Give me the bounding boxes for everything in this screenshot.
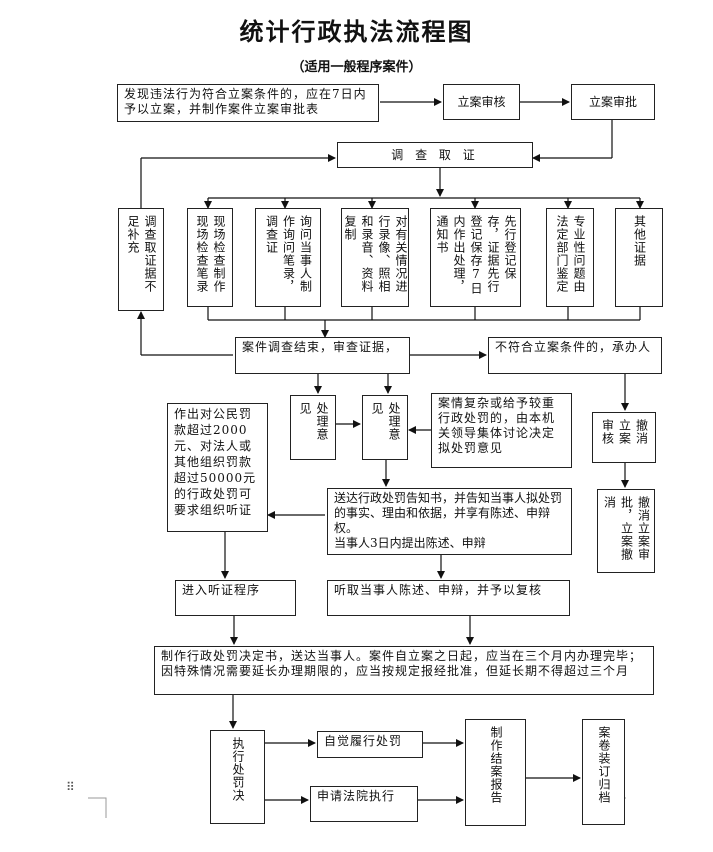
revoke-approve-box: 撤消立案审批，立案撤消: [597, 489, 655, 573]
opinion-box-1: 处理意见: [290, 395, 336, 460]
page-subtitle: （适用一般程序案件）: [291, 60, 422, 75]
drag-handle-icon: ⠿: [66, 780, 75, 794]
expert-appraisal-box: 专业性问题由法定部门鉴定: [546, 208, 594, 307]
voluntary-box: 自觉履行处罚: [317, 731, 423, 758]
site-inspection-box: 现场检查制作现场检查笔录: [187, 208, 233, 307]
court-box: 申请法院执行: [310, 786, 418, 822]
investigate-box: 调 查 取 证: [337, 142, 533, 168]
decision-box: 制作行政处罚决定书，送达当事人。案件自立案之日起，应当在三个月内办理完毕；因特殊…: [154, 646, 654, 695]
conclude-box: 案件调查结束，审查证据，: [235, 337, 410, 374]
listen-box: 听取当事人陈述、申辩，并予以复核: [327, 580, 570, 616]
other-evidence-box: 其他证据: [615, 208, 663, 307]
hearing-box: 进入听证程序: [175, 580, 296, 616]
supplement-box: 调查取证据不足补充: [118, 208, 164, 311]
page-title: 统计行政执法流程图: [239, 17, 474, 46]
closing-report-box: 制作结案报告: [465, 719, 526, 826]
approve-box: 立案审批: [571, 84, 655, 120]
revoke-review-box: 撤消立案审核: [592, 412, 656, 463]
notice-box: 送达行政处罚告知书，并告知当事人拟处罚的事实、理由和依据，并享有陈述、申辩权。 …: [327, 488, 572, 555]
preserve-evidence-box: 先行登记保存，证据先行登记保存7日内作出处理，通知书: [430, 208, 521, 307]
not-qualify-box: 不符合立案条件的，承办人: [488, 337, 662, 374]
opinion-box-2: 处理意见: [362, 395, 408, 460]
audio-video-box: 对有关情况进行录像、照相和录音、资料复制: [341, 208, 409, 307]
inquiry-box: 询问当事人制作询问笔录，调查证: [255, 208, 321, 307]
archive-box: 案卷装订归档: [582, 719, 625, 825]
hearing-right-box: 作出对公民罚款超过2000元、对法人或其他组织罚款超过50000元的行政处罚可要…: [167, 403, 268, 532]
execute-box: 执行处罚决: [210, 730, 265, 824]
review-box: 立案审核: [443, 84, 520, 120]
notice-text-a: 送达行政处罚告知书，并告知当事人拟处罚的事实、理由和依据，并享有陈述、申辩权。: [334, 491, 563, 535]
complex-case-box: 案情复杂或给予较重行政处罚的，由本机关领导集体讨论决定拟处罚意见: [431, 393, 572, 468]
notice-text-b: 当事人3日内提出陈述、申辩: [334, 536, 486, 550]
discover-box: 发现违法行为符合立案条件的，应在7日内予以立案，并制作案件立案审批表: [117, 84, 379, 122]
